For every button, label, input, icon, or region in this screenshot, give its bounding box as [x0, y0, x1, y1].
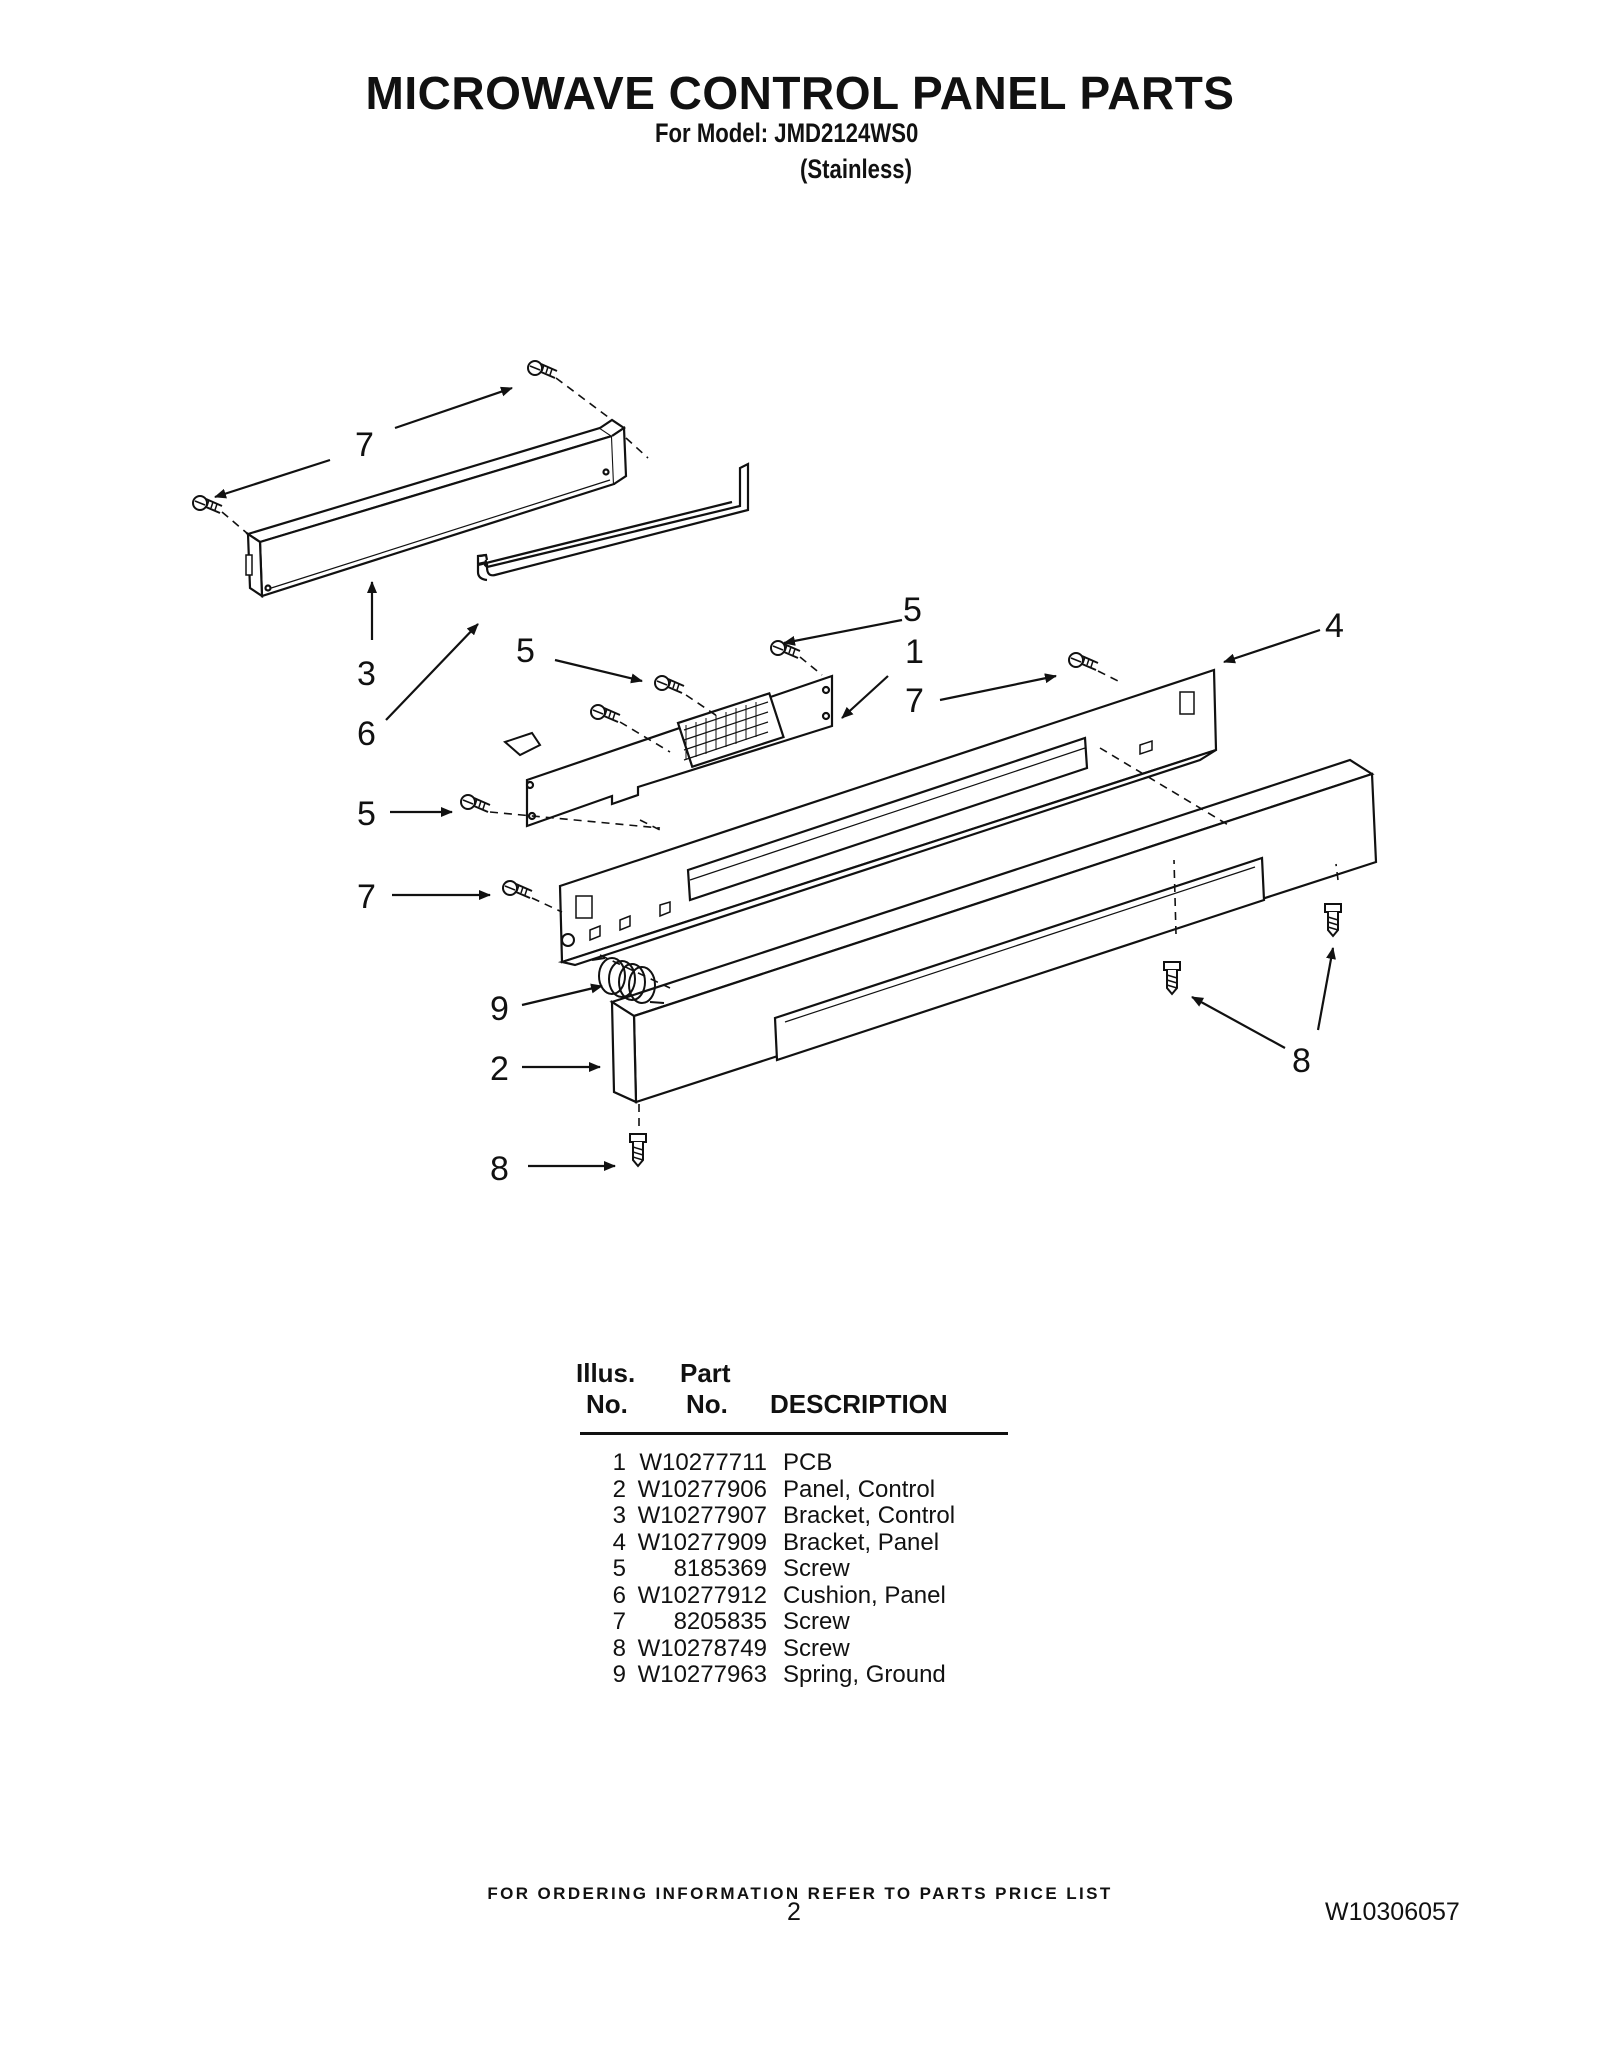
- screw-icon: [1163, 961, 1181, 995]
- panel-cushion: [476, 462, 750, 582]
- callout-8-bottom: 8: [490, 1150, 509, 1188]
- table-row: 9 W10277963 Spring, Ground: [590, 1661, 955, 1689]
- header-part-line2: No.: [686, 1389, 728, 1419]
- table-row: 2 W10277906 Panel, Control: [590, 1475, 955, 1504]
- callout-7-top: 7: [355, 426, 374, 464]
- screw-icon: [1068, 652, 1099, 671]
- header-description: DESCRIPTION: [770, 1389, 948, 1419]
- callout-5-left: 5: [357, 795, 376, 833]
- callout-7-bracket: 7: [905, 682, 924, 720]
- header-part-line1: Part: [680, 1358, 731, 1388]
- callout-2: 2: [490, 1050, 509, 1088]
- part-description: PCB: [783, 1449, 833, 1476]
- illus-no: 9: [612, 1661, 626, 1688]
- ordering-note: FOR ORDERING INFORMATION REFER TO PARTS …: [487, 1884, 1113, 1903]
- table-row: 3 W10277907 Bracket, Control: [590, 1502, 956, 1530]
- part-no: 8205835: [673, 1608, 767, 1635]
- screw-icon: [460, 794, 491, 813]
- model-variant: (Stainless): [800, 154, 912, 184]
- table-row: 8 W10278749 Screw: [590, 1634, 955, 1663]
- part-description: Panel, Control: [783, 1475, 936, 1503]
- callout-7-left: 7: [357, 878, 376, 916]
- callout-3: 3: [357, 655, 376, 693]
- control-panel: [609, 758, 1378, 1104]
- illus-no: 8: [612, 1634, 626, 1662]
- screw-icon: [192, 495, 223, 514]
- illus-no: 2: [612, 1475, 626, 1503]
- document-number: W10306057: [1325, 1898, 1460, 1926]
- part-no: W10277912: [637, 1581, 767, 1609]
- part-no: W10277907: [637, 1502, 767, 1529]
- control-bracket: [245, 418, 628, 599]
- part-description: Bracket, Control: [783, 1502, 956, 1529]
- ground-spring: [591, 957, 665, 1004]
- illus-no: 5: [612, 1555, 626, 1582]
- callout-5-pcb-top: 5: [903, 591, 922, 629]
- header-illus-line1: Illus.: [576, 1358, 636, 1388]
- screw-icon: [502, 880, 533, 899]
- table-row: 6 W10277912 Cushion, Panel: [590, 1581, 955, 1610]
- part-description: Screw: [783, 1555, 850, 1582]
- leader-arrows: [214, 386, 1336, 1171]
- table-header-rule: [580, 1432, 1008, 1435]
- callout-4: 4: [1325, 607, 1344, 645]
- callout-1: 1: [905, 633, 924, 671]
- parts-list: 1 W10277711 PCB 2 W10277906 Panel, Contr…: [590, 1449, 956, 1689]
- callout-9: 9: [490, 990, 509, 1028]
- illus-no: 7: [612, 1608, 626, 1635]
- part-description: Cushion, Panel: [783, 1581, 946, 1609]
- exploded-parts-diagram: 7 3 6 5 5 1 7 4 5 7 9 2 8 8: [192, 360, 1378, 1188]
- table-row: 1 W10277711 PCB: [590, 1449, 955, 1477]
- illus-no: 3: [612, 1502, 626, 1529]
- callout-8-right: 8: [1292, 1042, 1311, 1080]
- screw-icon: [654, 675, 685, 694]
- pcb-board: [503, 674, 834, 828]
- part-no: W10277963: [637, 1661, 767, 1688]
- table-row: 4 W10277909 Bracket, Panel: [590, 1528, 955, 1557]
- illus-no: 6: [612, 1581, 626, 1609]
- callout-5-pcb-left: 5: [516, 632, 535, 670]
- table-row: 5 8185369 Screw: [590, 1555, 955, 1583]
- page-title: MICROWAVE CONTROL PANEL PARTS: [365, 67, 1235, 119]
- screw-icon: [590, 704, 621, 723]
- panel-bracket: [557, 668, 1218, 967]
- part-no: 8185369: [673, 1555, 767, 1582]
- part-description: Bracket, Panel: [783, 1528, 940, 1556]
- callout-6: 6: [357, 715, 376, 753]
- page-number: 2: [787, 1898, 801, 1926]
- header-illus-line2: No.: [586, 1389, 628, 1419]
- part-no: W10278749: [637, 1634, 767, 1662]
- table-row: 7 8205835 Screw: [590, 1608, 955, 1636]
- part-no: W10277906: [637, 1475, 767, 1503]
- illus-no: 1: [612, 1449, 626, 1476]
- screw-icon: [527, 360, 558, 379]
- screw-icon: [629, 1133, 647, 1167]
- model-line: For Model: JMD2124WS0: [655, 118, 919, 148]
- screw-icon: [1324, 903, 1342, 937]
- part-no: W10277711: [639, 1449, 767, 1476]
- part-no: W10277909: [637, 1528, 767, 1556]
- part-description: Screw: [783, 1634, 850, 1662]
- illus-no: 4: [612, 1528, 626, 1556]
- part-description: Screw: [783, 1608, 850, 1635]
- part-description: Spring, Ground: [783, 1661, 946, 1688]
- alignment-lines: [221, 377, 1339, 1130]
